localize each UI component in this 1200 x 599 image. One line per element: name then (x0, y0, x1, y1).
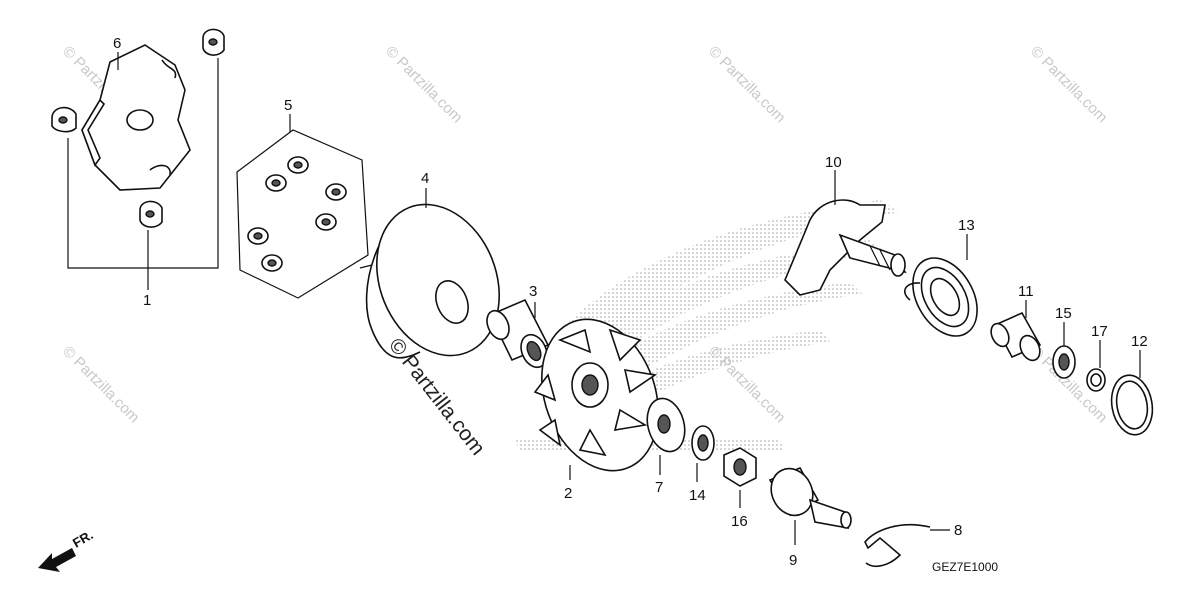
callout-15: 15 (1055, 305, 1072, 322)
diagram-code: GEZ7E1000 (932, 560, 998, 574)
part-seal-ring (1110, 374, 1154, 436)
callout-labels: 1 2 3 4 5 6 7 8 9 10 11 12 13 14 15 16 1… (113, 35, 1148, 569)
callout-11: 11 (1018, 283, 1034, 300)
callout-9: 9 (789, 552, 797, 569)
part-kick-spring (904, 257, 978, 337)
watermark-tile: © Partzilla.com (382, 43, 465, 126)
part-nut (723, 447, 757, 487)
front-arrow-icon (38, 548, 76, 572)
part-movable-drive-face (359, 203, 501, 359)
callout-2: 2 (564, 485, 572, 502)
part-circlip (1086, 368, 1106, 392)
watermark-tile: © Partzilla.com (705, 43, 788, 126)
leader-line (67, 58, 219, 269)
callout-4: 4 (421, 170, 429, 187)
callout-12: 12 (1131, 333, 1148, 350)
front-direction-indicator: FR. (38, 527, 96, 572)
part-drive-face-fan (533, 318, 659, 472)
watermark-tile: © Partzilla.com (59, 343, 142, 426)
part-washer (691, 425, 715, 461)
callout-5: 5 (284, 97, 292, 114)
part-drive-plate (81, 44, 191, 191)
part-thrust-washer (1052, 345, 1076, 379)
part-washer-plate (646, 397, 686, 453)
callout-17: 17 (1091, 323, 1108, 340)
callout-3: 3 (529, 283, 537, 300)
callout-10: 10 (825, 154, 842, 171)
part-bushing (990, 311, 1042, 362)
callout-13: 13 (958, 217, 975, 234)
watermark-tile: © Partzilla.com (1027, 43, 1110, 126)
callout-6: 6 (113, 35, 121, 52)
part-slider-pieces (51, 28, 225, 228)
part-weight-rollers (236, 129, 369, 299)
callout-16: 16 (731, 513, 748, 530)
callout-1: 1 (143, 292, 151, 309)
part-drive-collar (486, 298, 550, 369)
callout-14: 14 (689, 487, 706, 504)
callout-8: 8 (954, 522, 962, 539)
part-spring-clip (864, 523, 931, 567)
callout-7: 7 (655, 479, 663, 496)
part-starter-driven-gear (768, 466, 852, 529)
front-label: FR. (70, 527, 96, 550)
part-kick-starter-spindle (784, 199, 907, 296)
